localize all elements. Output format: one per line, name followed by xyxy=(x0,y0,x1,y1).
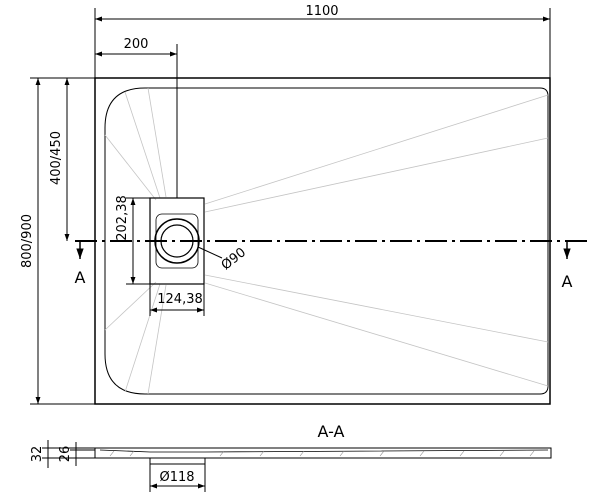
tray-basin-outline xyxy=(104,87,549,395)
outlet-diameter-label: Ø118 xyxy=(159,470,194,485)
drain-diameter-leader xyxy=(197,246,223,259)
section-outlet xyxy=(149,458,206,465)
cover-height-dimension-label: 202,38 xyxy=(115,195,130,241)
section-profile-outline xyxy=(94,447,552,459)
slope-ribs xyxy=(104,87,549,395)
profile-inner-height-label: 26 xyxy=(58,446,73,463)
depth-dimension-label: 800/900 xyxy=(20,214,35,268)
width-dimension-label: 1100 xyxy=(305,4,338,19)
section-profile-hatch xyxy=(109,450,535,457)
section-title: A-A xyxy=(318,422,345,441)
section-profile-surface xyxy=(99,449,549,453)
section-marker-right: A xyxy=(562,272,573,291)
drain-diameter-label: Ø90 xyxy=(219,245,249,273)
dimensions: 1100 200 800/900 400/450 202,38 124,38 Ø… xyxy=(20,4,551,405)
section-view: A-A 32 26 Ø118 xyxy=(30,422,552,492)
half-depth-dimension-label: 400/450 xyxy=(49,131,64,185)
section-marker-left: A xyxy=(75,268,86,287)
profile-height-label: 32 xyxy=(30,446,45,463)
tray-top-view: A A xyxy=(75,77,588,405)
drain-offset-dimension-label: 200 xyxy=(124,37,149,52)
cover-width-dimension-label: 124,38 xyxy=(157,292,203,307)
